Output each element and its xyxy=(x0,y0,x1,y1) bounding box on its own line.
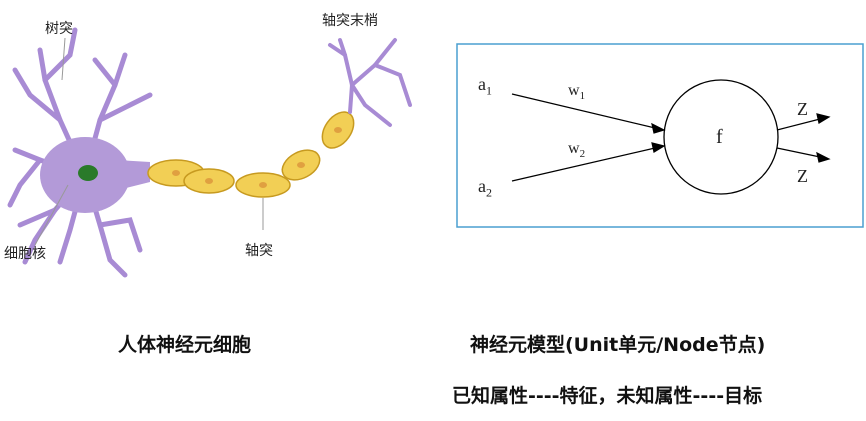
label-pointers xyxy=(34,37,264,246)
input-2-label: a2 xyxy=(478,176,492,201)
node-circle xyxy=(663,79,779,195)
nucleus xyxy=(78,165,98,181)
model-frame xyxy=(456,43,864,228)
weight-2-subscript: 2 xyxy=(579,148,586,161)
weight-1-letter: w xyxy=(568,82,580,99)
output-2-label: Z xyxy=(797,166,808,186)
output-1-label: Z xyxy=(797,99,808,119)
input-1-letter: a xyxy=(478,74,486,94)
node-function-label: f xyxy=(716,126,723,148)
nucleus-label: 细胞核 xyxy=(4,246,46,262)
axon-terminal-label: 轴突末梢 xyxy=(322,13,378,29)
input-1-subscript: 1 xyxy=(486,83,492,98)
axon-label: 轴突 xyxy=(245,243,273,259)
edges xyxy=(511,93,831,182)
axon-hillock xyxy=(118,160,150,190)
myelin-sheaths xyxy=(147,111,355,198)
input-1-label: a1 xyxy=(478,74,492,99)
axon-terminals xyxy=(328,38,412,127)
weight-2-letter: w xyxy=(568,140,580,157)
weight-1-subscript: 1 xyxy=(579,90,586,103)
weight-1-label: w1 xyxy=(568,82,585,102)
model-caption: 神经元模型(Unit单元/Node节点) xyxy=(470,334,766,356)
dendrite-label: 树突 xyxy=(45,21,73,37)
neuron-caption: 人体神经元细胞 xyxy=(118,334,252,356)
input-2-letter: a xyxy=(478,176,486,196)
input-2-subscript: 2 xyxy=(486,185,492,200)
model-subcaption: 已知属性----特征，未知属性----目标 xyxy=(452,385,763,407)
weight-2-label: w2 xyxy=(568,140,585,160)
